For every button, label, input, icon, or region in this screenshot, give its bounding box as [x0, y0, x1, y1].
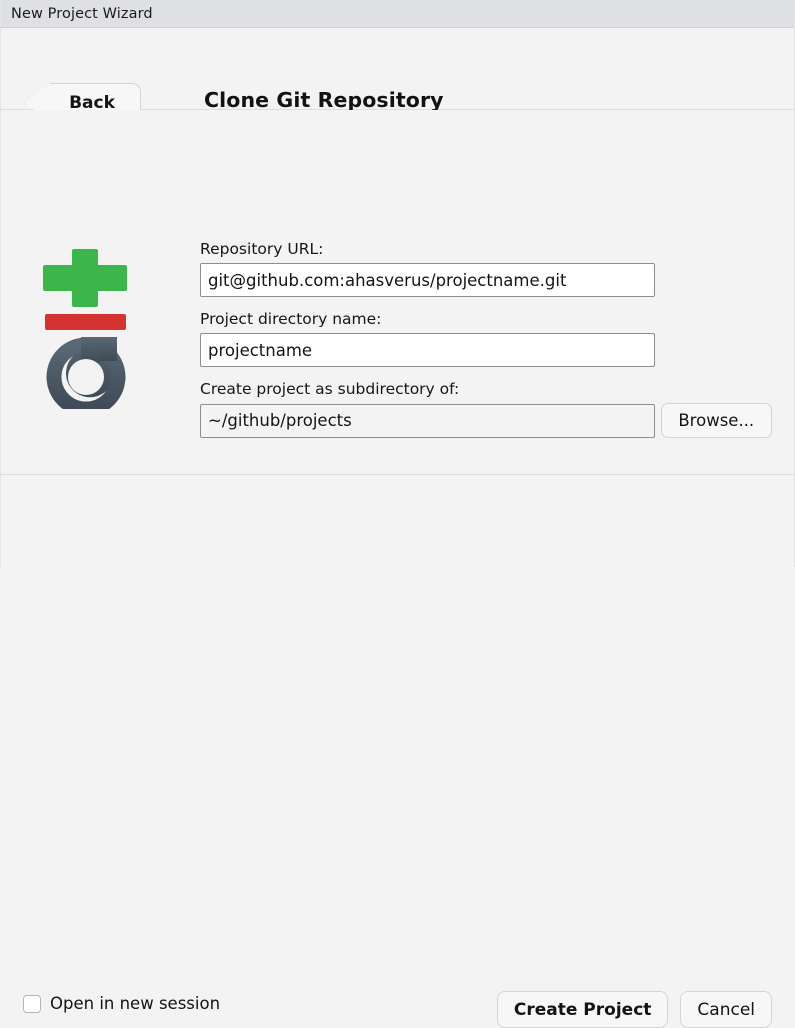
- plus-icon-vertical-bar: [72, 249, 98, 307]
- wizard-body: Repository URL: Project directory name: …: [1, 110, 794, 475]
- create-project-button[interactable]: Create Project: [496, 991, 669, 1028]
- checkbox-box-icon[interactable]: [23, 994, 41, 1013]
- subdirectory-input[interactable]: [200, 403, 655, 438]
- window-titlebar: New Project Wizard: [1, 0, 794, 28]
- git-ring-icon: [43, 337, 129, 409]
- git-new-project-icon: [43, 249, 129, 409]
- git-ring-glyph: [46, 337, 126, 409]
- cancel-button[interactable]: Cancel: [680, 991, 772, 1028]
- back-button-label: Back: [69, 93, 115, 113]
- wizard-footer: Open in new session Create Project Cance…: [1, 475, 794, 1028]
- red-bar-icon: [45, 314, 126, 330]
- repository-url-label: Repository URL:: [200, 240, 324, 258]
- window-title: New Project Wizard: [11, 5, 153, 22]
- project-directory-group: Project directory name:: [200, 310, 772, 367]
- repository-url-group: Repository URL:: [200, 240, 772, 297]
- subdirectory-row: Browse...: [200, 403, 772, 438]
- browse-button[interactable]: Browse...: [660, 403, 772, 438]
- page-title: Clone Git Repository: [204, 88, 444, 112]
- footer-actions: Create Project Cancel: [496, 991, 772, 1028]
- open-in-new-session-checkbox[interactable]: Open in new session: [23, 994, 220, 1013]
- clone-form: Repository URL: Project directory name: …: [200, 240, 772, 451]
- project-directory-label: Project directory name:: [200, 310, 382, 328]
- wizard-header: Back Clone Git Repository: [1, 28, 794, 123]
- open-in-new-session-label: Open in new session: [50, 994, 221, 1013]
- subdirectory-label: Create project as subdirectory of:: [200, 380, 460, 398]
- repository-url-input[interactable]: [200, 263, 655, 297]
- subdirectory-group: Create project as subdirectory of: Brows…: [200, 380, 772, 438]
- project-directory-input[interactable]: [200, 333, 655, 367]
